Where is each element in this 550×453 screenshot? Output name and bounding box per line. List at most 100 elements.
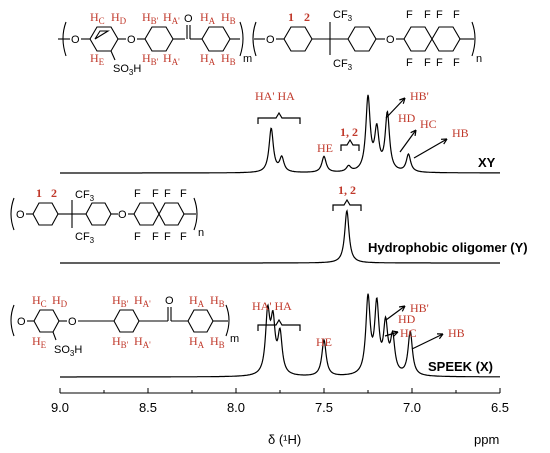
bracket-mark [332, 198, 362, 211]
svg-text:O: O [118, 209, 127, 221]
spectrum-line-0 [60, 94, 500, 174]
svg-text:CF3: CF3 [75, 231, 95, 245]
svg-text:F: F [453, 57, 460, 69]
x-axis-unit: ppm [474, 432, 499, 447]
peak-annotation: HB' [410, 301, 429, 315]
svg-text:F: F [406, 57, 413, 69]
arrow-mark [399, 129, 417, 153]
arrow-mark [413, 138, 448, 159]
benzene-ring [85, 202, 112, 226]
svg-text:F: F [180, 188, 187, 200]
arrow-mark [385, 305, 406, 321]
svg-text:F: F [424, 57, 431, 69]
svg-text:F: F [424, 9, 431, 21]
peak-annotation: HC [400, 326, 417, 340]
svg-text:SO3H: SO3H [54, 344, 82, 358]
svg-text:HB: HB [221, 51, 236, 67]
svg-text:n: n [476, 53, 482, 65]
svg-text:F: F [436, 9, 443, 21]
svg-text:O: O [165, 295, 174, 307]
svg-text:F: F [164, 188, 171, 200]
arrow-mark [411, 333, 444, 350]
svg-text:HE: HE [32, 334, 47, 350]
x-tick-label: 6.5 [491, 400, 509, 415]
svg-text:HB: HB [210, 293, 225, 309]
arrowhead [440, 138, 448, 145]
svg-text:F: F [453, 9, 460, 21]
perfluorophenyl-ring [403, 26, 433, 52]
svg-text:1: 1 [288, 10, 294, 24]
peak-annotation: HB [448, 326, 465, 340]
x-tick-label: 7.0 [403, 400, 421, 415]
svg-text:CF3: CF3 [333, 58, 353, 72]
nmr-spectra [60, 94, 500, 378]
svg-text:m: m [230, 333, 239, 345]
svg-text:HD: HD [52, 293, 68, 309]
speek-structure: O HC HD HE SO3H O HB' HA' HB' HA' O HA H… [10, 293, 239, 358]
peak-annotation: HE [316, 335, 332, 349]
svg-text:HA: HA [200, 51, 216, 67]
x-tick-label: 8.0 [227, 400, 245, 415]
benzene-ring [201, 26, 231, 52]
bracket-mark [257, 111, 301, 124]
oxygen-atom: O [127, 34, 136, 46]
perfluorophenyl-ring [133, 202, 160, 226]
svg-text:F: F [152, 231, 159, 243]
svg-text:HA: HA [200, 10, 216, 26]
peak-annotation: 1, 2 [338, 183, 356, 197]
svg-text:HB': HB' [112, 293, 129, 309]
svg-text:2: 2 [304, 10, 310, 24]
svg-text:F: F [152, 188, 159, 200]
svg-text:F: F [134, 231, 141, 243]
series-label-xy: XY [478, 155, 496, 170]
svg-text:O: O [68, 316, 77, 328]
perfluorophenyl-ring [158, 202, 185, 226]
svg-text:2: 2 [51, 186, 57, 200]
svg-text:HA': HA' [134, 293, 151, 309]
svg-text:O: O [16, 209, 25, 221]
svg-text:O: O [17, 316, 26, 328]
benzene-ring [144, 26, 174, 52]
svg-text:F: F [406, 9, 413, 21]
arrowhead [410, 129, 417, 137]
svg-text:HB: HB [221, 10, 236, 26]
svg-text:HC: HC [32, 293, 47, 309]
svg-text:HA: HA [189, 334, 205, 350]
svg-text:O: O [184, 13, 193, 25]
label-hd: HD [111, 10, 127, 26]
arrowhead [398, 305, 406, 312]
benzene-ring [33, 309, 60, 333]
svg-text:HA': HA' [163, 10, 180, 26]
benzene-ring [32, 202, 59, 226]
arrowhead [399, 97, 406, 104]
peak-annotation: HA' HA [255, 89, 295, 103]
peak-annotation: HB [452, 126, 469, 140]
x-tick-label: 9.0 [51, 400, 69, 415]
svg-text:F: F [436, 57, 443, 69]
x-axis-title: δ (¹H) [268, 432, 301, 447]
series-label-speek: SPEEK (X) [428, 359, 493, 374]
svg-text:O: O [386, 34, 395, 46]
peak-annotation: HE [317, 141, 333, 155]
svg-text:HA: HA [189, 293, 205, 309]
svg-text:m: m [243, 53, 252, 65]
spectrum-line-1 [60, 209, 500, 264]
spectrum-line-2 [60, 293, 500, 378]
arrowhead [391, 330, 399, 337]
copolymer-structure: O HC HD HE SO3H O HB' HA' HB' HA' O HA H… [58, 9, 482, 77]
svg-text:HA': HA' [134, 334, 151, 350]
oligomer-structure: O 1 2 CF3 CF3 O F F F F F F F F n [10, 186, 204, 245]
sulfonic-acid-group: SO3H [113, 63, 141, 77]
arrow-mark [385, 97, 406, 119]
peak-annotation: HB' [410, 89, 429, 103]
peak-annotation: 1, 2 [340, 125, 358, 139]
svg-text:1: 1 [36, 186, 42, 200]
svg-text:F: F [180, 231, 187, 243]
benzene-ring [283, 26, 313, 52]
label-he: HE [90, 51, 105, 67]
perfluorophenyl-ring [431, 26, 461, 52]
svg-text:O: O [266, 34, 275, 46]
